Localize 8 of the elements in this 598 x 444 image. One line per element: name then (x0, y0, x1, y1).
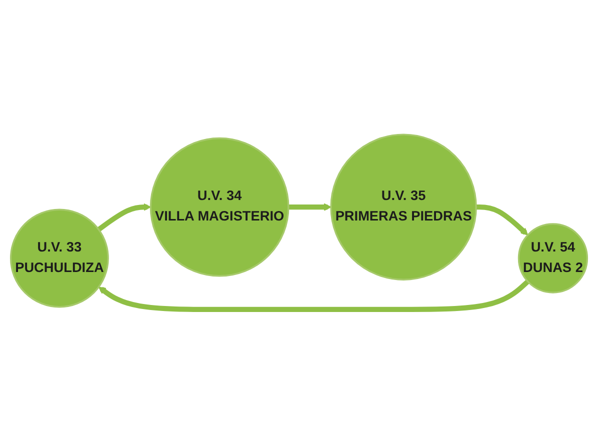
node-circle: U.V. 34 VILLA MAGISTERIO (150, 137, 290, 277)
node-circle: U.V. 54 DUNAS 2 (518, 223, 588, 294)
arrow (288, 203, 332, 211)
node-circle: U.V. 35 PRIMERAS PIEDRAS (330, 134, 477, 280)
arrow (476, 204, 528, 236)
node-circle: U.V. 33 PUCHULDIZA (10, 208, 109, 308)
arrow (97, 203, 152, 232)
arrow (98, 280, 530, 312)
